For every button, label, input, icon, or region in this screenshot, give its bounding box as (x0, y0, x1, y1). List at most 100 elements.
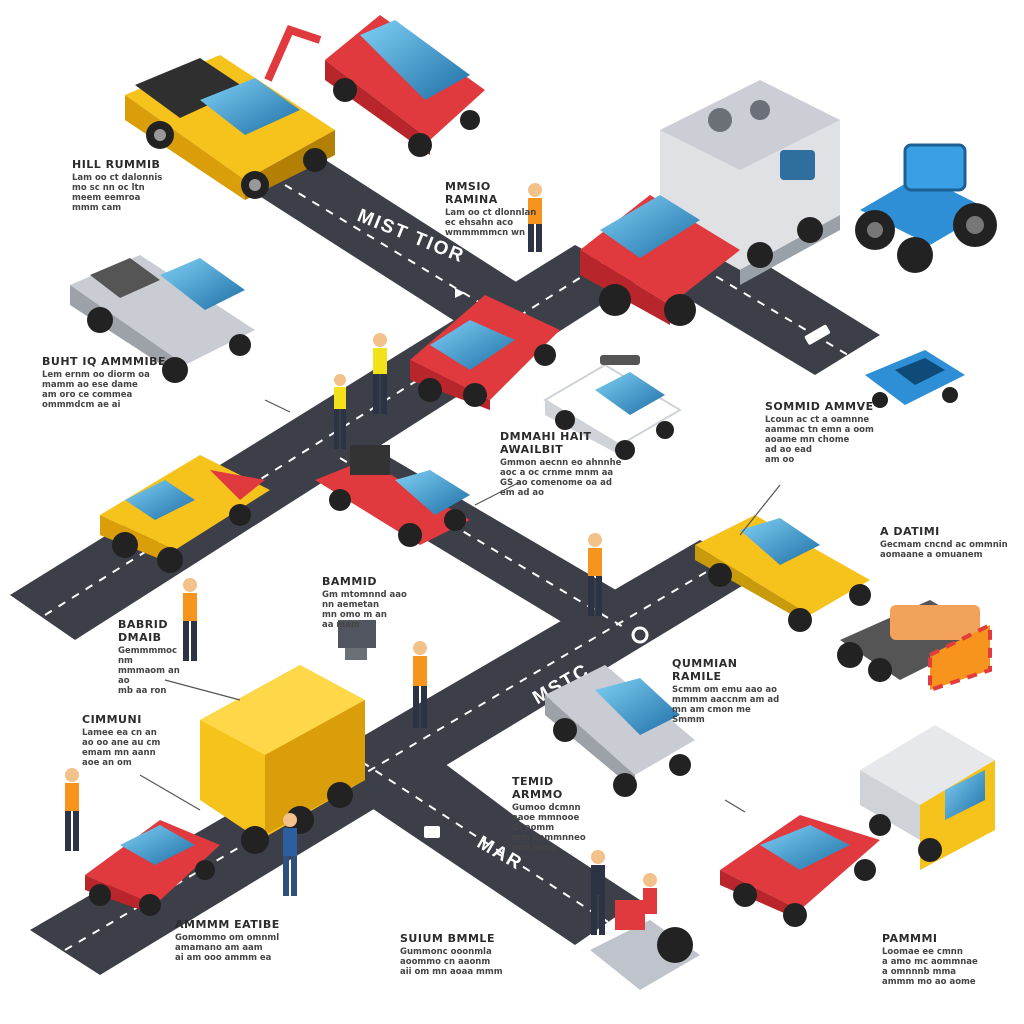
yellow-pickup-left (100, 455, 270, 573)
box-truck (860, 725, 995, 870)
callout-1: HILL RUMMIB Lam oo ct dalonnis mo sc nn … (72, 158, 242, 213)
callout-body: Gomommo om omnml amamano am aam ai am oo… (175, 933, 290, 963)
callout-line: meem eemroa (72, 193, 141, 203)
callout-5: DMMAHI HAIT AWAILBIT Gmmon aecnn eo ahnn… (500, 430, 650, 498)
road-sign-small (804, 324, 831, 345)
callout-body: Gemmmmoc nm mmmaom an ao mb aa ron (118, 646, 188, 696)
silver-pickup-truck (70, 255, 255, 383)
callout-body: Scmm om emu aao ao mmmm aaccnm am ad mn … (672, 685, 782, 725)
callout-body: Gecmam cncnd ac ommnin aomaane a omuanem (880, 540, 1010, 560)
road-work-machine (590, 900, 700, 990)
callout-line: Loomae ee cmnn (882, 947, 963, 957)
pointer-line (164, 679, 241, 701)
road-lower-spur (370, 745, 520, 850)
pointer-line (139, 774, 201, 811)
callout-title: TEMID ARMMO (512, 775, 563, 801)
callout-line: Lamee ea cn an (82, 728, 157, 738)
worker (334, 374, 346, 449)
callout-line: aaoe mmnooe (512, 813, 580, 823)
callout-line: mn omo m an (322, 610, 387, 620)
pointer-lines (139, 399, 781, 813)
callout-4: SOMMID AMMVE Lcoun ac ct a oamnne aammac… (765, 400, 895, 465)
callout-line: mmmm aaccnm am ad (672, 695, 780, 705)
callout-line: aammac tn emn a oom (765, 425, 874, 435)
callout-title: MMSIO RAMINA (445, 180, 498, 206)
callout-body: Gm mtomnnd aao nn aemetan mn omo m an aa… (322, 590, 422, 630)
pointer-line (264, 399, 291, 413)
callout-10: QUMMIAN RAMILE Scmm om emu aao ao mmmm a… (672, 657, 782, 725)
callout-body: Gmmon aecnn eo ahnnhe aoc a oc crnme mnm… (500, 458, 650, 498)
callout-line: aoame mn chome (765, 435, 850, 445)
callout-line: Gecmam cncnd ac ommnin (880, 540, 1008, 550)
callout-line: wmmmmmcn wn (445, 228, 526, 238)
callout-line: mamm ao ese dame (42, 380, 138, 390)
callout-line: mo sc nn oc ltn (72, 183, 145, 193)
callout-line: ec ehsahn aco (445, 218, 514, 228)
callout-line: amamano am aam (175, 943, 263, 953)
callout-title: BUHT IQ AMMMIBE (42, 355, 166, 368)
callout-line: Lcoun ac ct a oamnne (765, 415, 870, 425)
red-minivan (410, 295, 560, 410)
callout-title: PAMMMI (882, 932, 938, 945)
callout-line: mb aa ron (118, 686, 167, 696)
callout-line: ad ao ead (765, 445, 812, 455)
callout-line: ommmdcm ae ai (42, 400, 121, 410)
callout-title: BABRID DMAIB (118, 618, 168, 644)
callout-line: Scmm om emu aao ao (672, 685, 777, 695)
blue-tractor (855, 143, 997, 273)
callout-line: am oo (765, 455, 795, 465)
callout-line: Gm mtomnnd aao (322, 590, 407, 600)
callout-line: aa mam (322, 620, 360, 630)
callout-line: aoe an om (82, 758, 132, 768)
pointer-line (739, 484, 781, 536)
road-sign-small (424, 826, 440, 838)
worker (643, 873, 657, 914)
worker (65, 768, 79, 851)
callout-7: BAMMID Gm mtomnnd aao nn aemetan mn omo … (322, 575, 422, 630)
worker (183, 578, 197, 661)
callout-line: mn am cmon me (672, 705, 751, 715)
road-marker (631, 626, 649, 644)
pointer-line (724, 799, 746, 813)
callout-6: A DATIMI Gecmam cncnd ac ommnin aomaane … (880, 525, 1010, 560)
red-sedan-lower (85, 820, 220, 916)
callout-line: Gi aomm (512, 823, 555, 833)
callout-line: emam mn aann (82, 748, 156, 758)
callout-line: aomaane a omuanem (880, 550, 983, 560)
red-suv (264, 15, 485, 157)
callout-line: aii om mn aoaa mmm (400, 967, 503, 977)
yellow-pickup-truck (125, 55, 335, 200)
yellow-damaged-car (695, 515, 871, 632)
callout-body: Gumoo dcmnn aaoe mmnooe Gi aomm mm aommn… (512, 803, 602, 853)
worker (283, 813, 297, 896)
callout-line: mm aommnneo (512, 833, 586, 843)
callout-line: mmm cam (72, 203, 122, 213)
callout-title: AMMMM EATIBE (175, 918, 280, 931)
callout-8: BABRID DMAIB Gemmmmoc nm mmmaom an ao mb… (118, 618, 188, 696)
callout-body: Lam oo ct dalonnis mo sc nn oc ltn meem … (72, 173, 242, 213)
callout-body: Lamee ea cn an ao oo ane au cm emam mn a… (82, 728, 192, 768)
callout-line: am oro ce commea (42, 390, 133, 400)
callout-line: em ad ao (500, 488, 544, 498)
callout-line: Gumoo dcmnn (512, 803, 581, 813)
callout-13: SUIUM BMMLE Gummonc ooonmla aoommo cn aa… (400, 932, 520, 977)
callout-line: Gomommo om omnml (175, 933, 280, 943)
worker (588, 533, 602, 616)
callout-title: QUMMIAN RAMILE (672, 657, 738, 683)
callout-line: a amo mc aommnae (882, 957, 978, 967)
silver-minivan (545, 665, 695, 797)
callout-title: SUIUM BMMLE (400, 932, 495, 945)
callout-title: A DATIMI (880, 525, 940, 538)
callout-title: HILL RUMMIB (72, 158, 161, 171)
white-patrol-suv (543, 355, 682, 460)
blue-sports-car (865, 350, 965, 408)
worker (591, 850, 605, 935)
red-service-truck (580, 80, 840, 326)
callout-body: Gummonc ooonmla aoommo cn aaonm aii om m… (400, 947, 520, 977)
callout-title: BAMMID (322, 575, 378, 588)
callout-title: CIMMUNI (82, 713, 142, 726)
callout-title: DMMAHI HAIT AWAILBIT (500, 430, 592, 456)
callout-line: Smmm (672, 715, 705, 725)
